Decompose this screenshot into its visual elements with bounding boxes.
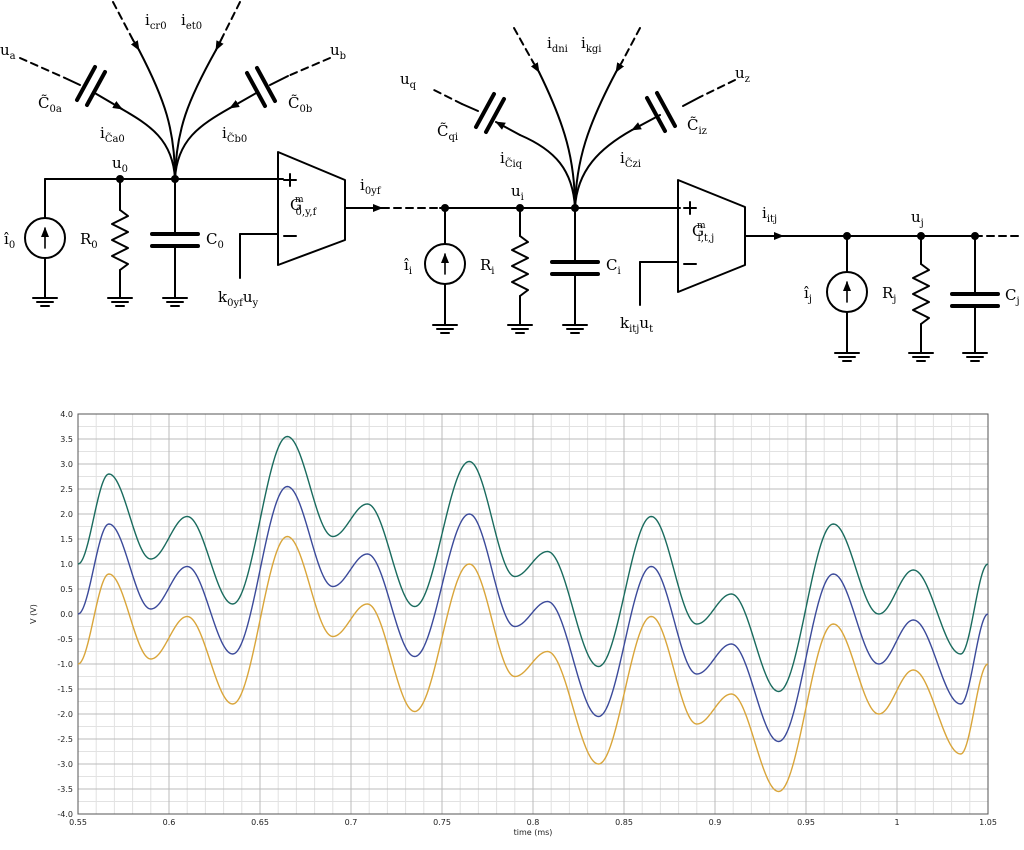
x-tick-label: 1 — [894, 818, 899, 827]
label-i0-hat: î0 — [4, 230, 15, 251]
x-tick-label: 0.95 — [797, 818, 815, 827]
y-tick-label: -0.5 — [57, 635, 73, 644]
label-i-ciq: iC̃iq — [500, 149, 523, 170]
label-cap-iz: C̃iz — [687, 116, 707, 137]
y-tick-label: 1.5 — [60, 535, 73, 544]
label-Ci: Ci — [606, 256, 621, 277]
y-tick-label: -4.0 — [57, 810, 73, 819]
y-axis-label: V (V) — [29, 604, 38, 624]
x-tick-label: 0.6 — [163, 818, 176, 827]
label-u0: u0 — [112, 154, 128, 175]
resistor-j — [908, 235, 934, 362]
label-cap-qi: C̃qi — [437, 122, 458, 143]
label-Rj: Rj — [882, 284, 896, 305]
label-uz: uz — [735, 64, 750, 85]
label-i-ca0: iC̃a0 — [100, 124, 125, 145]
x-tick-label: 0.7 — [345, 818, 358, 827]
y-tick-label: -2.0 — [57, 710, 73, 719]
label-ua: ua — [0, 41, 16, 62]
x-tick-label: 0.55 — [69, 818, 87, 827]
label-k0yfuy: k0yfuy — [218, 288, 258, 309]
x-tick-label: 0.9 — [709, 818, 722, 827]
label-i-czi: iC̃zi — [620, 149, 641, 170]
y-tick-label: -1.0 — [57, 660, 73, 669]
coupling-cap-0a — [19, 57, 176, 180]
x-tick-label: 0.75 — [433, 818, 451, 827]
amplifier-0 — [239, 151, 441, 279]
label-ikgi: ikgi — [581, 34, 601, 55]
label-iet0: iet0 — [181, 11, 202, 32]
x-tick-label: 0.85 — [615, 818, 633, 827]
label-i-cb0: iC̃b0 — [222, 124, 247, 145]
capacitor-0 — [150, 178, 200, 307]
y-tick-label: 2.0 — [60, 510, 73, 519]
current-source-j — [826, 235, 868, 362]
label-R0: R0 — [80, 230, 98, 251]
y-tick-label: 1.0 — [60, 560, 73, 569]
current-source-0 — [24, 178, 66, 307]
branch-currents-0 — [112, 1, 241, 180]
label-ub: ub — [330, 41, 346, 62]
y-tick-label: 0.0 — [60, 610, 73, 619]
x-tick-label: 0.8 — [527, 818, 540, 827]
current-source-i — [424, 207, 466, 334]
label-Ri: Ri — [480, 256, 495, 277]
y-tick-label: 3.0 — [60, 460, 73, 469]
label-Cj: Cj — [1005, 286, 1020, 307]
circuit-schematic: ua ub C̃0a C̃0b iC̃a0 iC̃b0 icr0 iet0 u0… — [0, 1, 1023, 362]
y-tick-label: -1.5 — [57, 685, 73, 694]
label-uj: uj — [911, 208, 924, 229]
series-line-1 — [77, 435, 989, 693]
label-i0yf: i0yf — [360, 176, 382, 197]
stage-i — [424, 27, 784, 334]
x-axis-label: time (ms) — [514, 828, 553, 837]
label-icr0: icr0 — [145, 11, 167, 32]
coupling-cap-qi — [429, 87, 576, 209]
branch-currents-i — [513, 27, 641, 209]
label-C0: C0 — [206, 230, 224, 251]
series-layer — [77, 435, 989, 793]
resistor-i — [507, 207, 533, 334]
y-tick-label: 0.5 — [60, 585, 73, 594]
grid-major — [77, 413, 989, 815]
label-ij-hat: îj — [804, 284, 812, 305]
x-tick-labels: 0.55 0.6 0.65 0.7 0.75 0.8 0.85 0.9 0.95 1 1.05 — [69, 818, 997, 827]
series-line-2 — [77, 485, 989, 743]
stage-0 — [19, 1, 441, 307]
label-cap-0a: C̃0a — [38, 94, 62, 115]
x-tick-label: 0.65 — [251, 818, 269, 827]
label-ui: ui — [511, 182, 524, 203]
capacitor-j — [950, 235, 1000, 362]
y-tick-label: -2.5 — [57, 735, 73, 744]
label-kitjut: kitjut — [620, 314, 653, 335]
series-line-3 — [77, 535, 989, 793]
x-tick-label: 1.05 — [979, 818, 997, 827]
stage-j — [779, 232, 1023, 362]
coupling-cap-iz — [574, 79, 736, 209]
coupling-cap-0b — [174, 57, 331, 180]
label-iitj: iitj — [762, 204, 777, 225]
y-tick-label: 2.5 — [60, 485, 73, 494]
waveform-plot: -4.0 -3.5 -3.0 -2.5 -2.0 -1.5 -1.0 -0.5 0.0 0.5 1.… — [29, 410, 997, 837]
resistor-0 — [107, 178, 133, 307]
y-tick-labels: -4.0 -3.5 -3.0 -2.5 -2.0 -1.5 -1.0 -0.5 0.0 0.5 1.… — [57, 410, 73, 819]
y-tick-label: -3.0 — [57, 760, 73, 769]
amplifier-i — [639, 179, 784, 306]
label-uq: uq — [400, 70, 417, 91]
y-tick-label: 4.0 — [60, 410, 73, 419]
label-cap-0b: C̃0b — [288, 94, 312, 115]
y-tick-label: -3.5 — [57, 785, 73, 794]
capacitor-i — [550, 207, 600, 334]
label-idni: idni — [547, 34, 568, 55]
label-ii-hat: îi — [404, 256, 412, 277]
y-tick-label: 3.5 — [60, 435, 73, 444]
